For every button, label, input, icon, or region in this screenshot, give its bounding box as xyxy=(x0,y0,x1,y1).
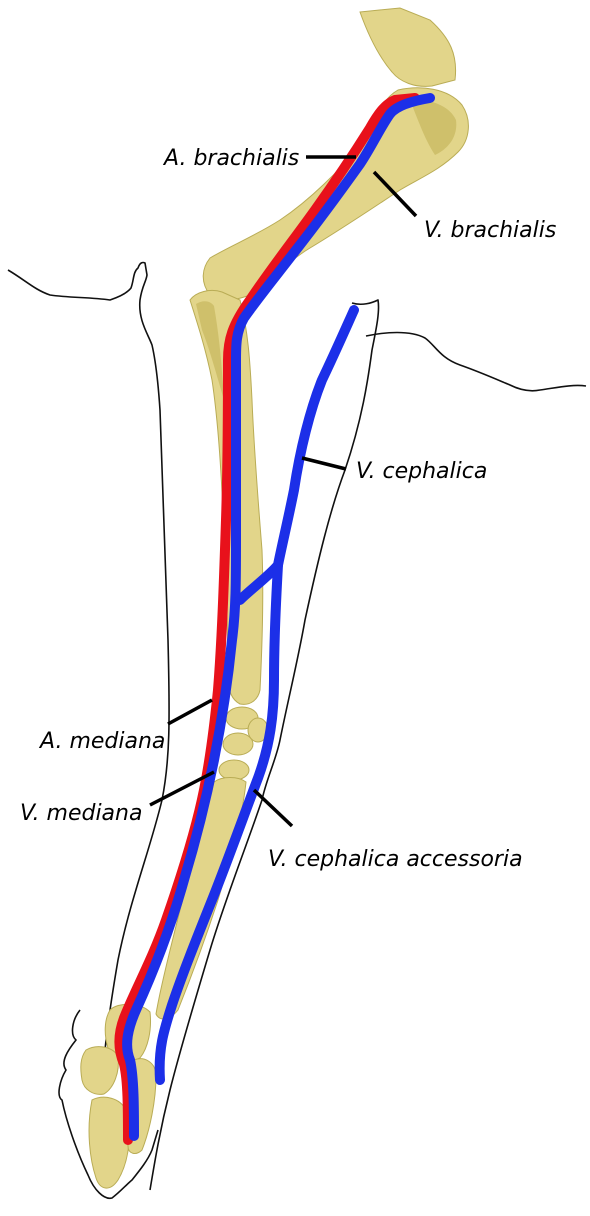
carpal-bone xyxy=(223,733,253,755)
chest-outline xyxy=(8,263,169,1050)
scapula-bone xyxy=(360,8,456,86)
label-v-cephalica-accessoria: V. cephalica accessoria xyxy=(268,847,523,872)
leader-v-cephalica xyxy=(302,458,346,469)
label-v-brachialis: V. brachialis xyxy=(424,218,556,243)
label-v-cephalica: V. cephalica xyxy=(356,459,487,484)
leader-a-mediana xyxy=(168,700,212,724)
trunk-outline xyxy=(366,333,586,391)
carpal-bone xyxy=(219,760,249,780)
phalanx-bone-2 xyxy=(81,1047,119,1095)
label-a-brachialis: A. brachialis xyxy=(162,146,299,171)
label-a-mediana: A. mediana xyxy=(38,729,165,754)
label-v-mediana: V. mediana xyxy=(20,801,142,826)
